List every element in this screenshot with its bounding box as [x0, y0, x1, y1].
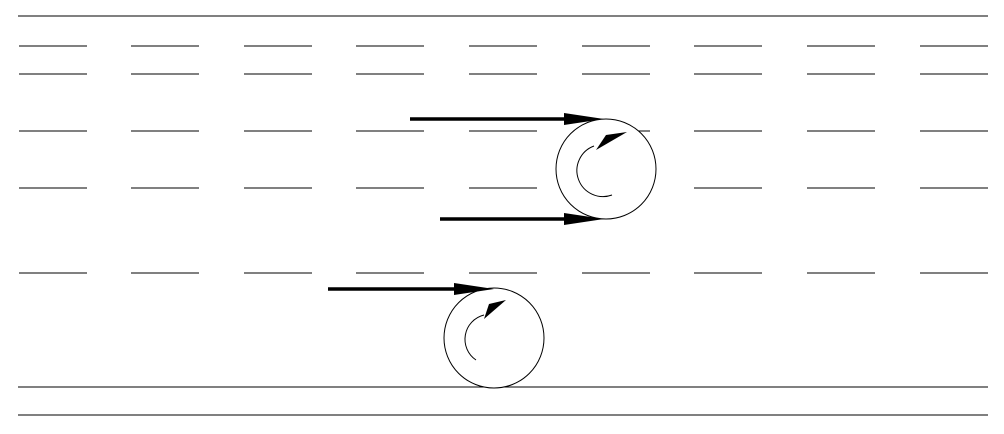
rotation-arrow-arc: [576, 145, 613, 198]
rotation-arrowhead: [596, 132, 627, 150]
dashed-flow-lines: [19, 45, 988, 274]
rolling-cylinder-lower: [443, 287, 545, 389]
cylinder-circle: [443, 287, 545, 389]
velocity-arrow-middle: [440, 213, 604, 225]
rotation-arrowhead: [484, 300, 506, 319]
velocity-arrow-bottom: [328, 283, 494, 295]
rolling-cylinder-upper: [555, 118, 657, 220]
velocity-arrow-top: [410, 113, 604, 125]
rotation-arrow-arc: [464, 314, 485, 361]
cylinder-circle: [555, 118, 657, 220]
